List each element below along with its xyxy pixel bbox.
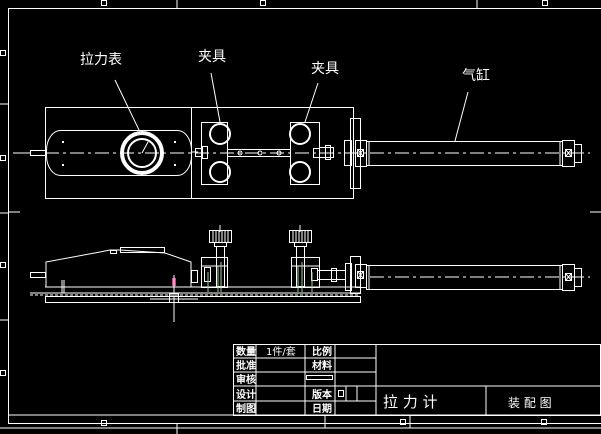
right-fixture [289, 122, 334, 185]
fixture-base-plate [191, 107, 354, 199]
front-view [30, 225, 590, 322]
top-view: 拉力表 夹具 夹具 气缸 [13, 49, 590, 199]
tension-gauge-body [46, 130, 192, 176]
gauge-base-plate [45, 107, 192, 199]
right-toggle-clamp [289, 225, 320, 292]
tb-label-drawn: 制图 [236, 402, 256, 415]
left-toggle-clamp [201, 225, 232, 292]
air-cylinder-label: 气缸 [462, 67, 490, 84]
tension-gauge-side [30, 247, 198, 293]
tb-label-approved: 批准 [236, 359, 256, 372]
title-block: 数量 1件/套 比例 批准 材料 审核 设计 版本 制图 日期 拉 力 计 装 … [8, 344, 601, 428]
tb-label-version: 版本 [312, 388, 333, 401]
dial-gauge-icon [120, 131, 164, 175]
tb-label-quantity: 数量 [236, 345, 256, 358]
fixture-left-label: 夹具 [198, 49, 226, 65]
tb-product-name: 拉 力 计 [383, 393, 438, 411]
tb-label-scale: 比例 [312, 345, 332, 358]
tension-gauge-label: 拉力表 [80, 52, 122, 68]
air-cylinder-side [366, 264, 590, 291]
tb-label-checked: 审核 [236, 373, 256, 386]
tb-label-material: 材料 [312, 359, 332, 372]
tb-value-quantity: 1件/套 [266, 345, 296, 358]
tb-label-date: 日期 [312, 402, 332, 415]
fixture-right-label: 夹具 [311, 61, 339, 77]
tb-drawing-type: 装 配 图 [508, 396, 552, 410]
air-cylinder-top [366, 140, 582, 167]
tb-label-designed: 设计 [236, 388, 256, 401]
